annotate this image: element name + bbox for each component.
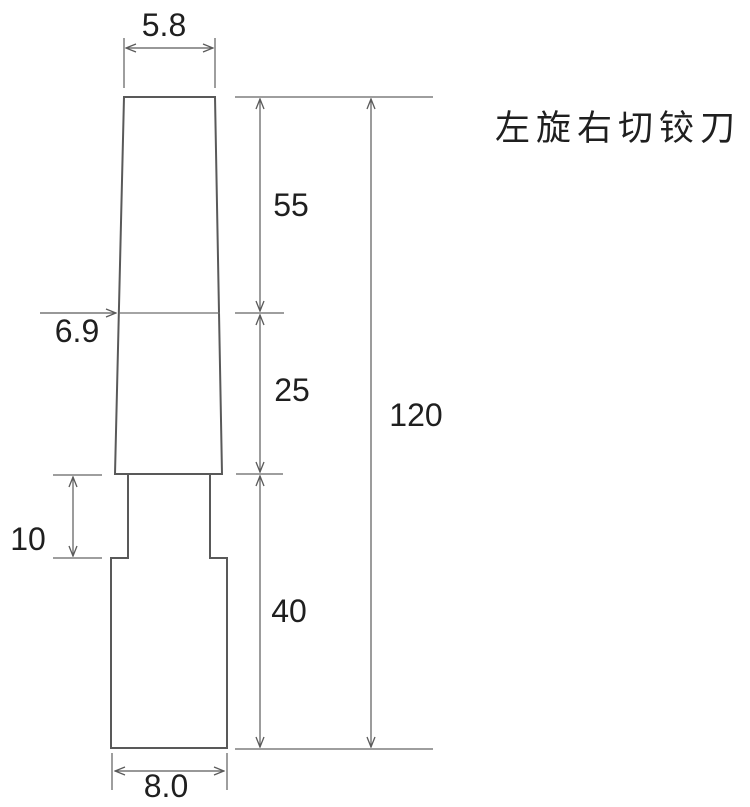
dim-shank-width: 8.0 (111, 753, 228, 804)
dim-label-mid-diameter: 6.9 (55, 313, 99, 349)
dim-upper-flute-length: 55 (260, 99, 309, 311)
dim-label-overall-length: 120 (389, 397, 442, 433)
dim-mid-diameter: 6.9 (40, 313, 116, 349)
dim-label-top-width: 5.8 (142, 7, 186, 43)
dim-overall-length: 120 (371, 99, 443, 747)
dim-label-shank-length: 40 (271, 593, 307, 629)
dim-label-shank-width: 8.0 (144, 768, 188, 804)
dim-top-width: 5.8 (123, 7, 216, 88)
reamer-body (110, 96, 228, 749)
neck-and-shank (110, 474, 228, 749)
flute-section (113, 96, 224, 475)
extension-lines (235, 96, 433, 750)
dim-label-neck-length: 10 (10, 521, 46, 557)
dim-label-lower-flute-length: 25 (274, 372, 310, 408)
dim-lower-flute-length: 25 (260, 315, 310, 472)
drawing-title: 左旋右切铰刀 (495, 109, 741, 148)
dim-shank-length: 40 (260, 476, 307, 747)
dim-neck-length: 10 (10, 474, 102, 559)
dim-label-upper-flute-length: 55 (273, 187, 309, 223)
